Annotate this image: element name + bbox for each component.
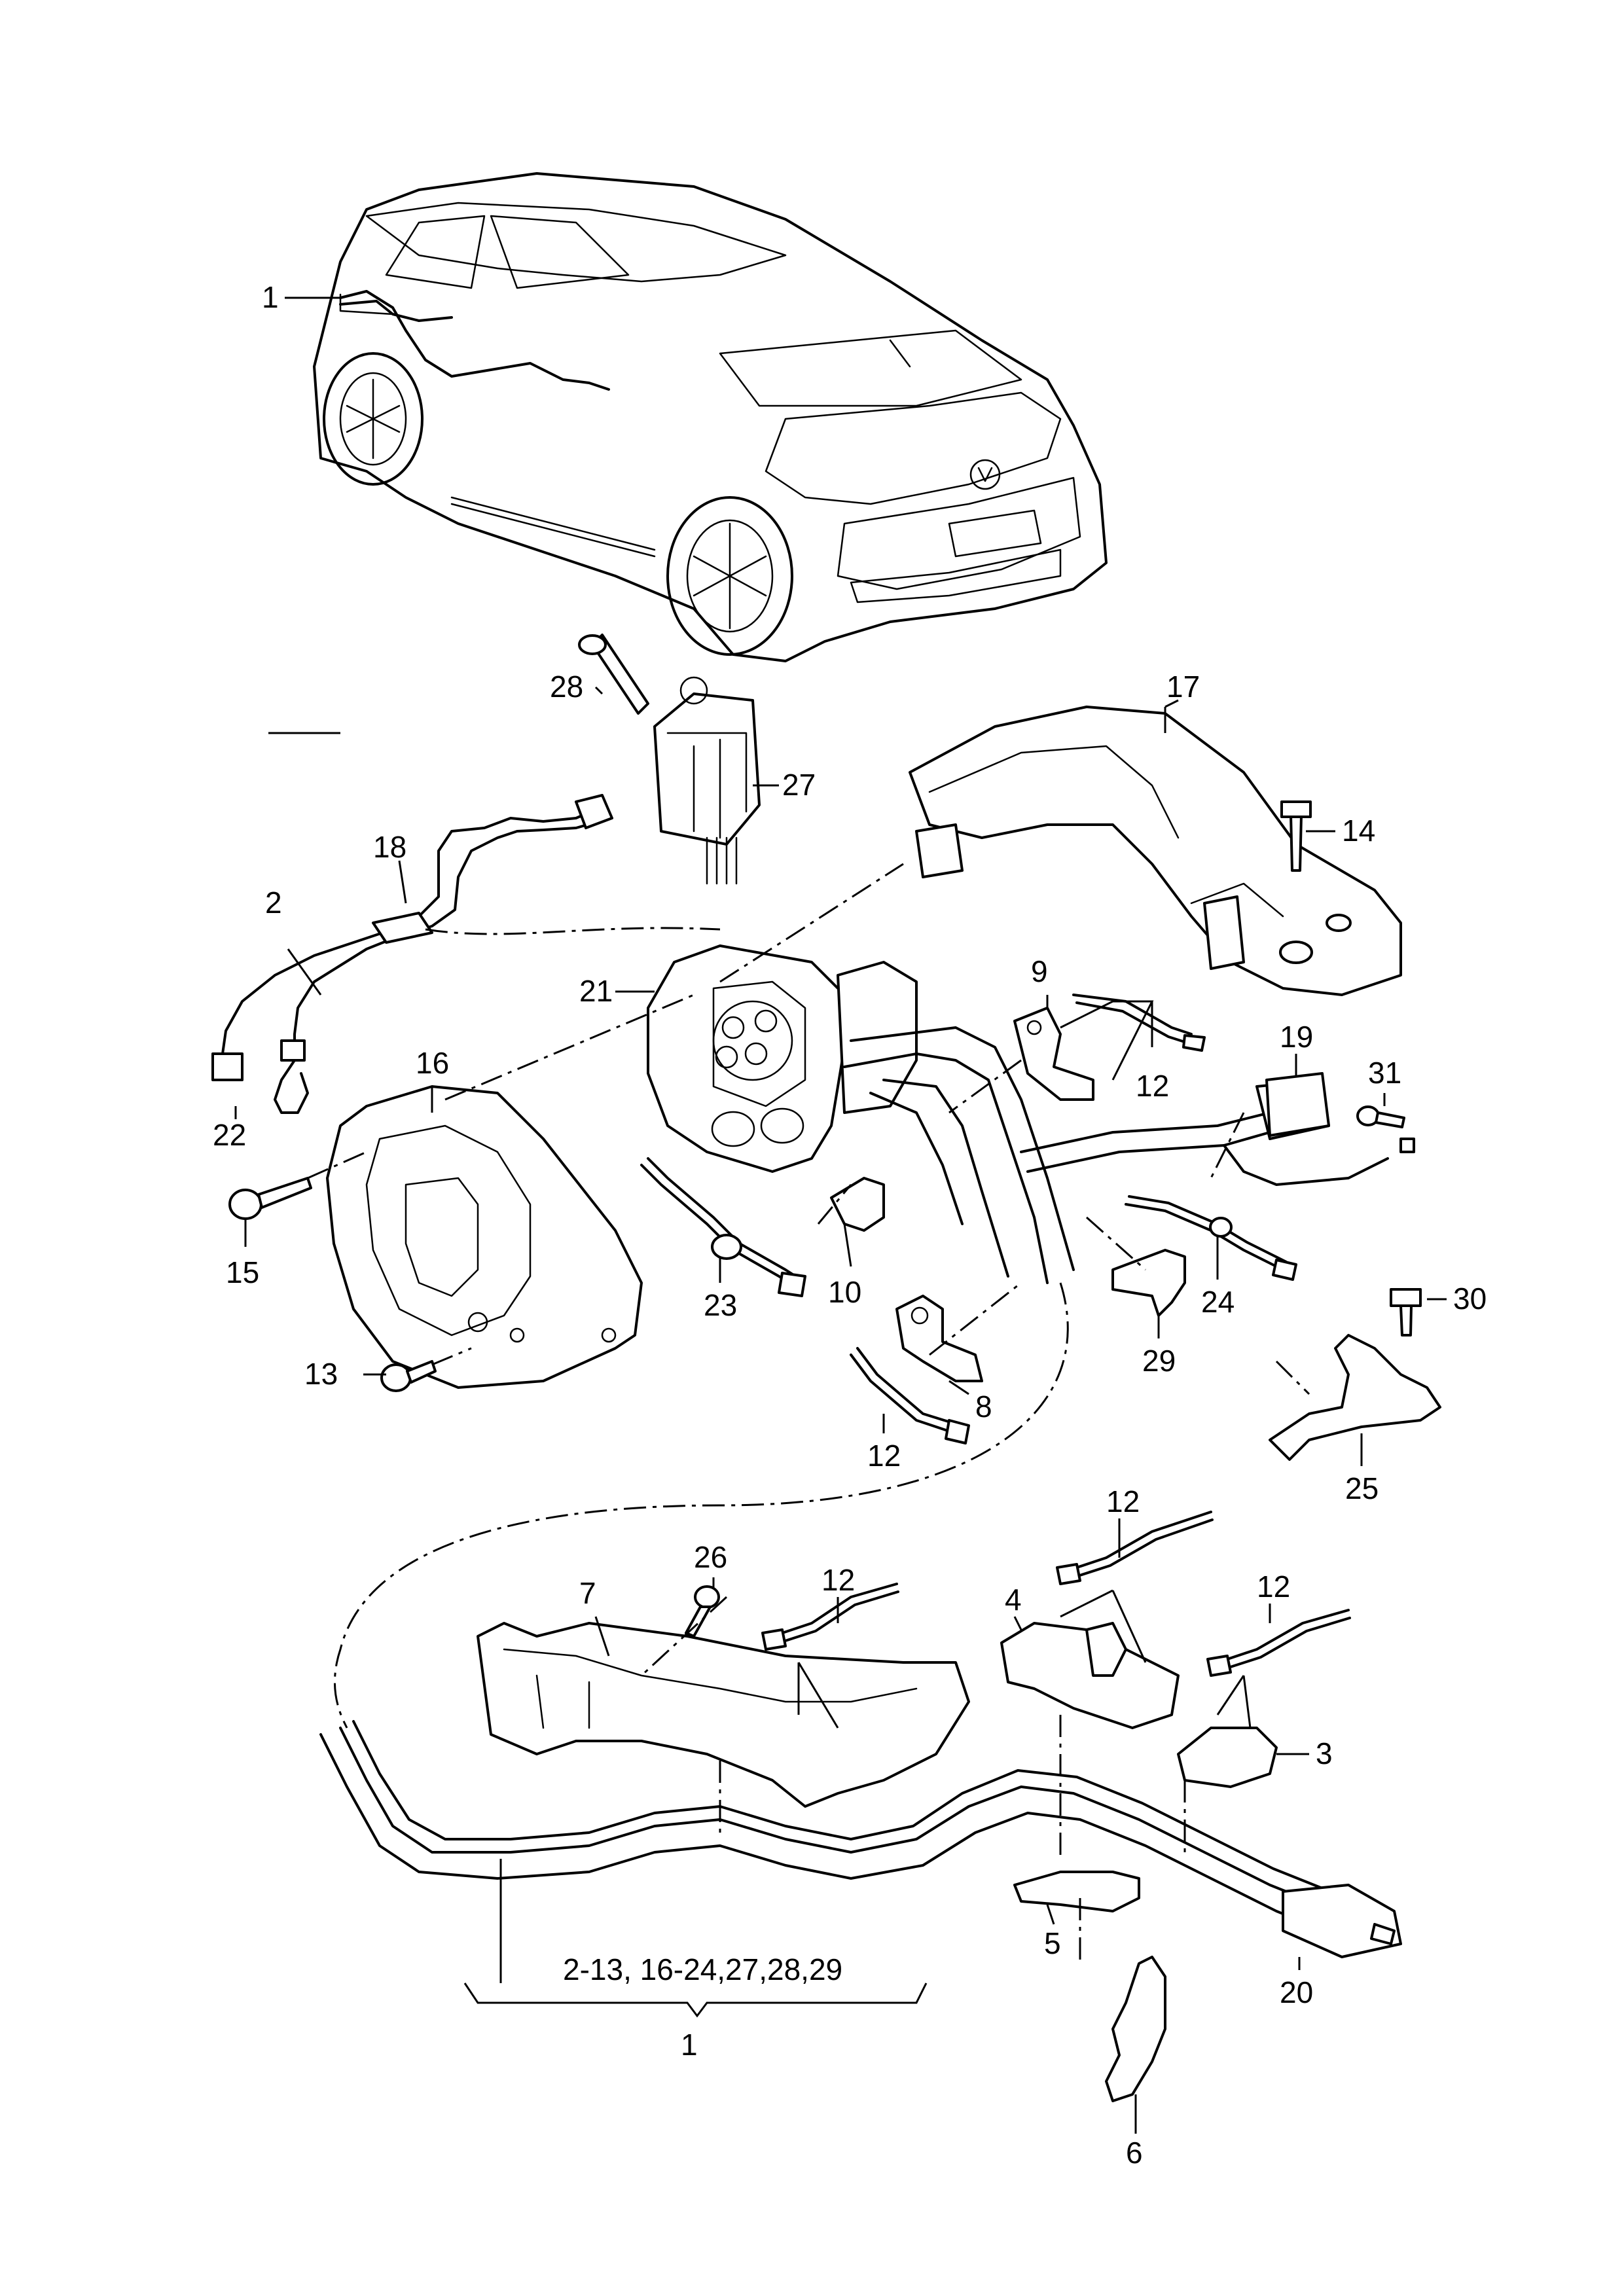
cable-tie-12-b bbox=[850, 1347, 970, 1444]
callout-7: 7 bbox=[579, 1576, 596, 1610]
callout-29: 29 bbox=[1142, 1344, 1176, 1378]
tray-7 bbox=[477, 1622, 970, 1808]
bracket-25 bbox=[1269, 1334, 1441, 1461]
bracket-range-label: 2-13, 16-24,27,28,29 bbox=[563, 1952, 842, 1986]
callout-12-e: 12 bbox=[1257, 1570, 1290, 1604]
cover-5 bbox=[1013, 1871, 1140, 1912]
assembly-lines bbox=[307, 863, 1310, 1964]
fuse-box-27 bbox=[653, 676, 761, 885]
callout-19: 19 bbox=[1280, 1020, 1313, 1054]
callout-12-b: 12 bbox=[867, 1439, 901, 1473]
clip-9 bbox=[1013, 1007, 1094, 1101]
charging-socket-21 bbox=[647, 944, 1389, 1284]
bracket-parent-label: 1 bbox=[681, 2028, 698, 2062]
cable-tie-12-e bbox=[1206, 1609, 1351, 1677]
clip-3 bbox=[1177, 1727, 1278, 1788]
clip-10 bbox=[830, 1177, 885, 1232]
callout-25: 25 bbox=[1345, 1471, 1379, 1505]
connector-19 bbox=[1265, 1072, 1330, 1137]
cable-tie-24 bbox=[1125, 1195, 1297, 1281]
callout-17: 17 bbox=[1166, 670, 1200, 704]
vehicle-illustration bbox=[313, 172, 1108, 662]
cable-tie-23 bbox=[640, 1157, 806, 1297]
callout-28: 28 bbox=[550, 670, 583, 704]
callout-15: 15 bbox=[226, 1255, 259, 1289]
callout-2: 2 bbox=[265, 886, 282, 920]
callout-22: 22 bbox=[213, 1118, 246, 1152]
callout-24: 24 bbox=[1201, 1285, 1235, 1319]
callout-12-c: 12 bbox=[821, 1563, 855, 1597]
callout-4: 4 bbox=[1005, 1583, 1022, 1617]
cable-harness-2 bbox=[211, 794, 613, 1114]
callout-3: 3 bbox=[1316, 1736, 1333, 1770]
screw-30 bbox=[1390, 1288, 1422, 1336]
housing-16 bbox=[326, 1085, 643, 1389]
callout-30: 30 bbox=[1453, 1282, 1487, 1316]
screw-31 bbox=[1356, 1105, 1415, 1153]
cable-tie-12-c bbox=[761, 1583, 899, 1651]
callout-31: 31 bbox=[1368, 1056, 1401, 1090]
screw-13 bbox=[380, 1360, 437, 1392]
callout-23: 23 bbox=[704, 1288, 737, 1322]
callout-21: 21 bbox=[579, 974, 613, 1008]
main-harness-20 bbox=[319, 1720, 1402, 1958]
bolt-28 bbox=[578, 634, 649, 715]
callout-14: 14 bbox=[1342, 814, 1375, 848]
callout-13: 13 bbox=[304, 1357, 338, 1391]
callout-20: 20 bbox=[1280, 1975, 1313, 2009]
callout-6: 6 bbox=[1126, 2136, 1143, 2170]
callout-1-car: 1 bbox=[262, 280, 279, 314]
bracket-29 bbox=[1111, 1249, 1186, 1317]
clip-8 bbox=[895, 1295, 983, 1382]
callout-12-a: 12 bbox=[1136, 1069, 1169, 1103]
cable-tie-12-a bbox=[1072, 994, 1206, 1052]
cable-tie-12-d bbox=[1056, 1511, 1214, 1585]
callout-labels: 1 28 27 17 14 18 2 21 9 12 16 19 31 22 1… bbox=[213, 280, 1487, 2170]
screw-14 bbox=[1280, 800, 1312, 872]
callout-16: 16 bbox=[416, 1046, 449, 1080]
holder-4 bbox=[1000, 1622, 1180, 1729]
callout-26: 26 bbox=[694, 1540, 727, 1574]
callout-9: 9 bbox=[1031, 954, 1048, 988]
callout-27: 27 bbox=[782, 768, 816, 802]
callout-12-d: 12 bbox=[1106, 1484, 1140, 1518]
callout-5: 5 bbox=[1044, 1926, 1061, 1960]
bracket-17 bbox=[909, 706, 1402, 996]
callout-10: 10 bbox=[828, 1275, 861, 1309]
cover-6 bbox=[1105, 1956, 1166, 2102]
callout-18: 18 bbox=[373, 830, 406, 864]
callout-8: 8 bbox=[975, 1390, 992, 1424]
callout-leaders bbox=[234, 296, 1447, 2134]
screw-15 bbox=[228, 1177, 312, 1220]
